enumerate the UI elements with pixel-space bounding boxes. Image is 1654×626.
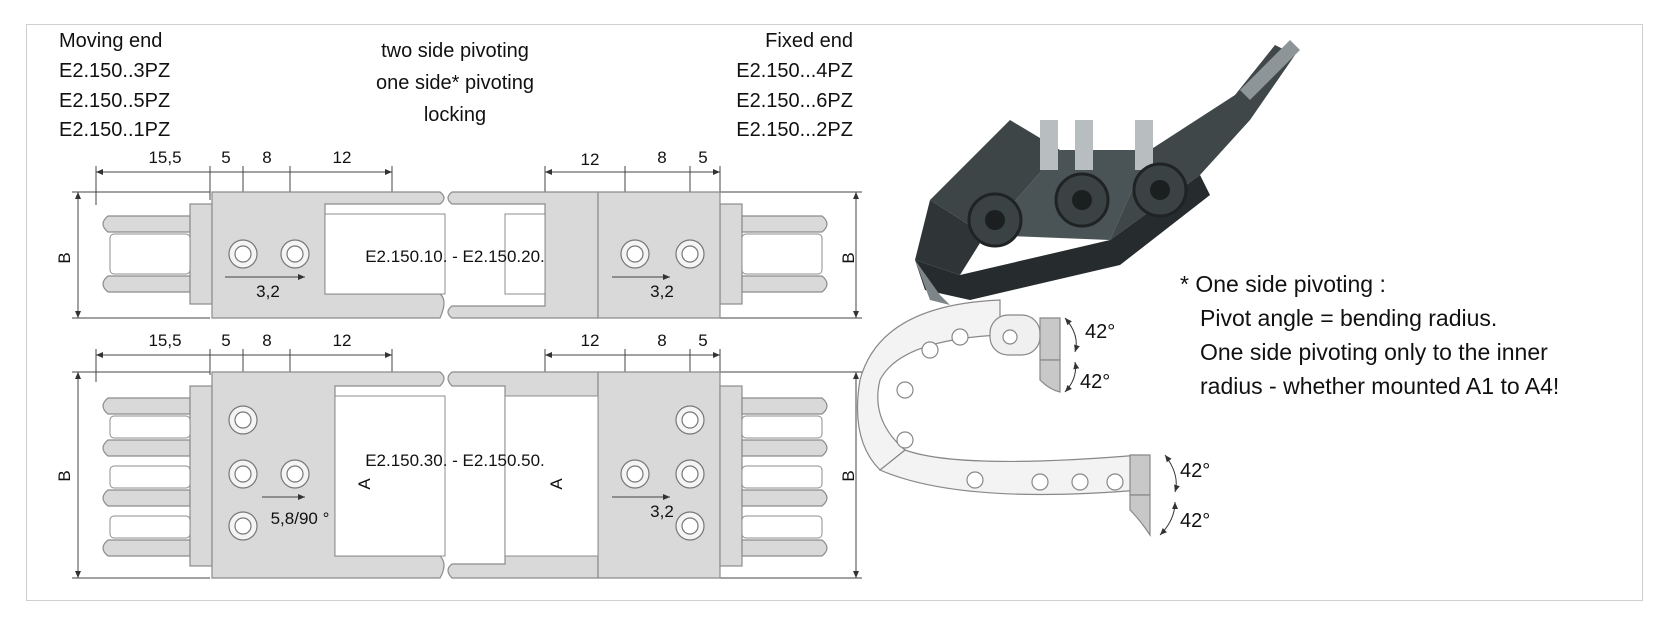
pivot-note-line-1: * One side pivoting :	[1180, 271, 1386, 297]
moving-end-part-1: E2.150..3PZ	[59, 60, 171, 82]
moving-end-part-3: E2.150..1PZ	[59, 119, 171, 141]
bottom-drawing-label: E2.150.30. - E2.150.50.	[365, 451, 545, 470]
angle-label-3: 42°	[1180, 460, 1210, 482]
angle-label-1: 42°	[1085, 321, 1115, 343]
pivot-type-2: one side* pivoting	[376, 72, 534, 94]
bending-schematic	[856, 299, 1180, 537]
top-dim-12-right: 12	[581, 150, 600, 169]
bottom-hole-dim-right: 3,2	[650, 502, 674, 521]
bottom-dim-8-right: 8	[657, 331, 666, 350]
bottom-dim-5-right: 5	[698, 331, 707, 350]
pivot-type-1: two side pivoting	[381, 40, 529, 62]
bottom-hole-dim-left: 5,8/90 °	[271, 509, 330, 528]
bottom-dim-5-left: 5	[221, 331, 230, 350]
bottom-a-label-right: A	[547, 478, 566, 490]
top-b-label-right: B	[839, 252, 858, 263]
top-dim-5-left: 5	[221, 148, 230, 167]
angle-label-4: 42°	[1180, 510, 1210, 532]
moving-end-title: Moving end	[59, 30, 163, 52]
pivot-note: * One side pivoting : Pivot angle = bend…	[1180, 267, 1559, 403]
top-dim-15-5: 15,5	[148, 148, 181, 167]
top-hole-dim-left: 3,2	[256, 282, 280, 301]
moving-end-part-2: E2.150..5PZ	[59, 90, 171, 112]
bottom-b-label-right: B	[839, 470, 858, 481]
top-dim-8-right: 8	[657, 148, 666, 167]
top-b-label-left: B	[55, 252, 74, 263]
top-dim-12-left: 12	[333, 148, 352, 167]
pivot-note-line-3: One side pivoting only to the inner	[1200, 339, 1548, 365]
fixed-end-part-3: E2.150...2PZ	[736, 119, 853, 141]
top-drawing: 15,5 5 8 12 12 8 5 E2.150.10. - E2.150.2…	[55, 148, 862, 319]
bottom-drawing: 15,5 5 8 12 12 8 5 E2.150.30. - E2.150.5…	[55, 331, 862, 579]
bottom-dim-12-left: 12	[333, 331, 352, 350]
bottom-dim-8-left: 8	[262, 331, 271, 350]
top-dim-5-right: 5	[698, 148, 707, 167]
chain-product-illustration	[915, 40, 1300, 305]
bottom-b-label-left: B	[55, 470, 74, 481]
figure-frame	[26, 24, 1643, 601]
top-hole-dim-right: 3,2	[650, 282, 674, 301]
bottom-dim-12-right: 12	[581, 331, 600, 350]
pivot-note-line-4: radius - whether mounted A1 to A4!	[1200, 373, 1560, 399]
top-drawing-label: E2.150.10. - E2.150.20.	[365, 247, 545, 266]
top-dim-8-left: 8	[262, 148, 271, 167]
pivot-note-line-2: Pivot angle = bending radius.	[1200, 305, 1498, 331]
bottom-dim-15-5: 15,5	[148, 331, 181, 350]
fixed-end-part-1: E2.150...4PZ	[736, 60, 853, 82]
bottom-a-label-left: A	[355, 478, 374, 490]
fixed-end-title: Fixed end	[765, 30, 853, 52]
angle-label-2: 42°	[1080, 371, 1110, 393]
pivot-type-3: locking	[423, 104, 487, 126]
fixed-end-part-2: E2.150...6PZ	[736, 90, 853, 112]
